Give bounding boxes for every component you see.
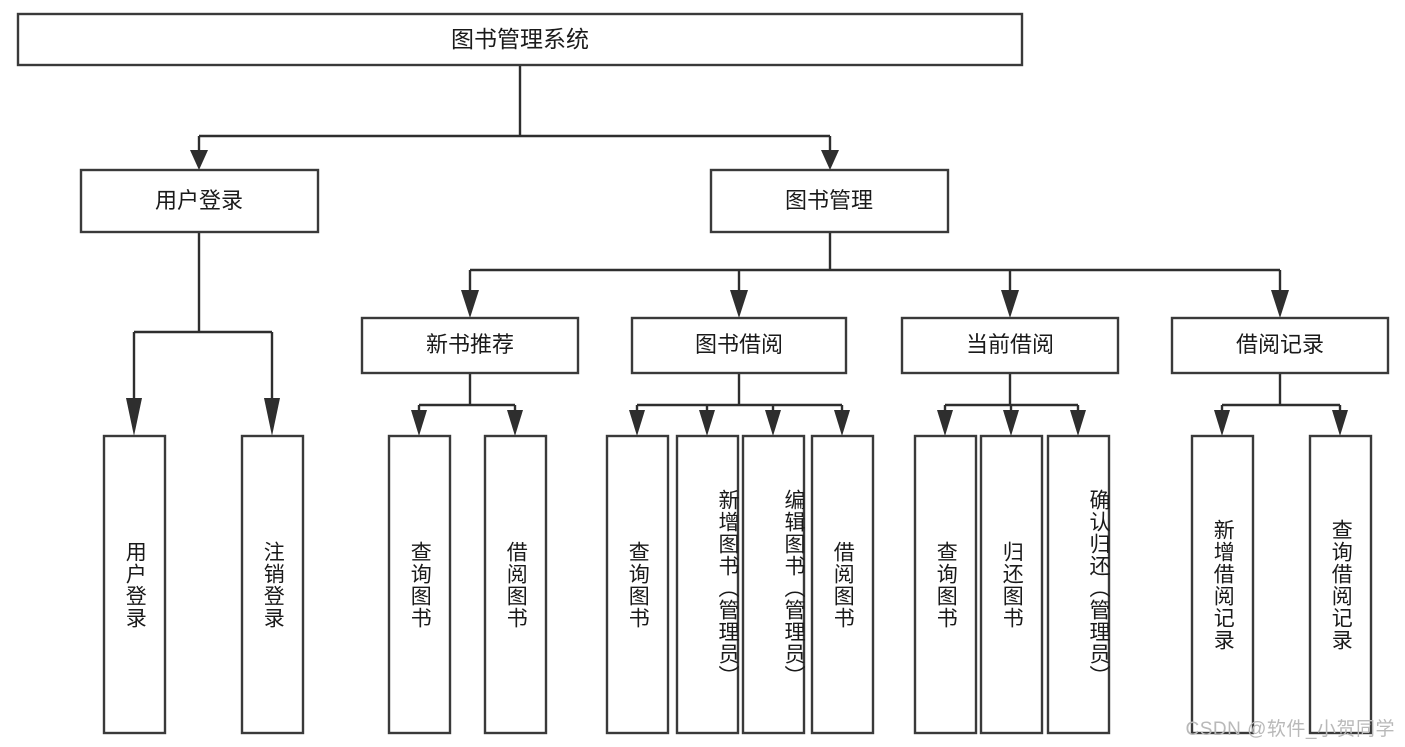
node-user-login-label: 用户登录 — [155, 188, 243, 213]
arrowhead-leaf-query-record — [1332, 410, 1348, 436]
node-book-borrow[interactable] — [630, 316, 848, 375]
node-user-login[interactable] — [79, 168, 320, 234]
watermark-text: CSDN @软件_小贺同学 — [1185, 719, 1395, 740]
arrowhead-leaf-add-record — [1214, 410, 1230, 436]
arrowhead-leaf-logout — [264, 398, 280, 436]
arrowhead-leaf-query-book-3 — [937, 410, 953, 436]
node-root-label: 图书管理系统 — [451, 26, 589, 52]
arrowhead-leaf-query-book-1 — [411, 410, 427, 436]
arrowhead-new-book — [461, 290, 479, 318]
arrowhead-leaf-borrow-book-2 — [834, 410, 850, 436]
arrowhead-leaf-query-book-2 — [629, 410, 645, 436]
node-current-borrow[interactable] — [900, 316, 1120, 375]
node-new-book-recommend-label: 新书推荐 — [426, 332, 514, 357]
leaf-add-book-admin[interactable] — [675, 434, 740, 735]
arrowhead-leaf-borrow-book-1 — [507, 410, 523, 436]
arrowhead-user-login — [190, 150, 208, 170]
leaf-borrow-book-new[interactable] — [483, 434, 548, 735]
leaf-user-login[interactable] — [102, 434, 167, 735]
leaf-borrow-book-borrow[interactable] — [810, 434, 875, 735]
edges-book-borrow-to-leaves — [629, 373, 850, 436]
leaf-query-book-borrow[interactable] — [605, 434, 670, 735]
edges-root-to-level2 — [190, 65, 839, 170]
leaf-return-book[interactable] — [979, 434, 1044, 735]
arrowhead-leaf-user-login — [126, 398, 142, 436]
node-new-book-recommend[interactable] — [360, 316, 580, 375]
node-book-management[interactable] — [709, 168, 950, 234]
node-borrow-record[interactable] — [1170, 316, 1390, 375]
arrowhead-leaf-add-book — [699, 410, 715, 436]
arrowhead-current-borrow — [1001, 290, 1019, 318]
node-root[interactable] — [16, 12, 1024, 67]
edges-book-mgmt-to-level3 — [461, 232, 1289, 318]
edges-new-book-to-leaves — [411, 373, 523, 436]
arrowhead-borrow-record — [1271, 290, 1289, 318]
node-current-borrow-label: 当前借阅 — [966, 332, 1054, 357]
arrowhead-book-borrow — [730, 290, 748, 318]
leaf-confirm-return-admin[interactable] — [1046, 434, 1111, 735]
leaf-logout[interactable] — [240, 434, 305, 735]
leaf-edit-book-admin[interactable] — [741, 434, 806, 735]
arrowhead-leaf-confirm-return — [1070, 410, 1086, 436]
arrowhead-leaf-edit-book — [765, 410, 781, 436]
leaf-query-book-current[interactable] — [913, 434, 978, 735]
arrowhead-book-mgmt — [821, 150, 839, 170]
arrowhead-leaf-return-book — [1003, 410, 1019, 436]
edges-borrow-record-to-leaves — [1214, 373, 1348, 436]
node-book-management-label: 图书管理 — [785, 188, 873, 213]
edges-user-login-to-leaves — [126, 232, 280, 436]
edges-current-borrow-to-leaves — [937, 373, 1086, 436]
leaf-add-borrow-record[interactable] — [1190, 434, 1255, 735]
leaf-query-book-new[interactable] — [387, 434, 452, 735]
node-borrow-record-label: 借阅记录 — [1236, 332, 1324, 357]
node-book-borrow-label: 图书借阅 — [695, 332, 783, 357]
leaf-query-borrow-record[interactable] — [1308, 434, 1373, 735]
